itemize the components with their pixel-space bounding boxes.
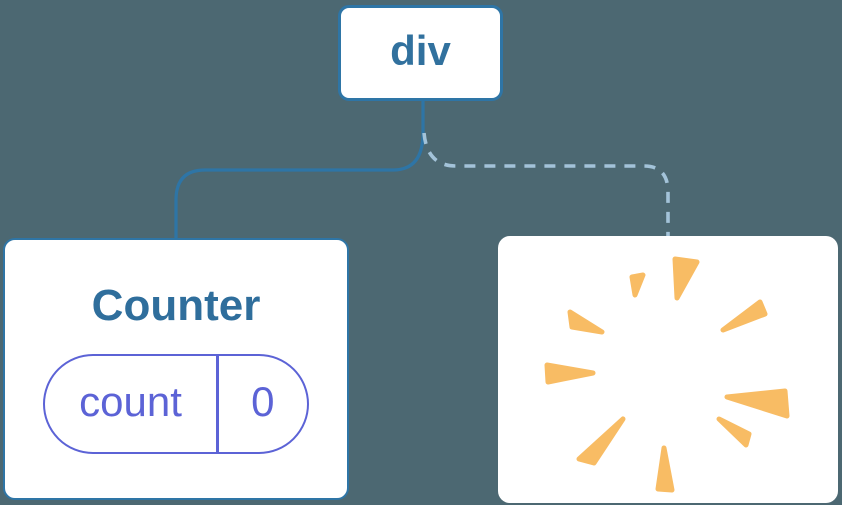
state-value-cell: 0 [219, 356, 308, 452]
removed-node [498, 236, 838, 503]
edge-solid-div-to-counter [174, 101, 425, 238]
state-key-label: count [79, 378, 182, 425]
state-key-cell: count [45, 356, 216, 452]
edge-dashed-div-to-removed [422, 132, 670, 236]
state-pill-divider [216, 356, 219, 452]
poof-icon [544, 256, 790, 493]
root-node-div: div [338, 5, 503, 101]
root-node-label: div [390, 27, 451, 74]
state-value-label: 0 [251, 378, 275, 425]
state-pill: count 0 [43, 354, 309, 454]
counter-title: Counter [91, 281, 261, 330]
counter-node: Counter count 0 [3, 238, 349, 500]
